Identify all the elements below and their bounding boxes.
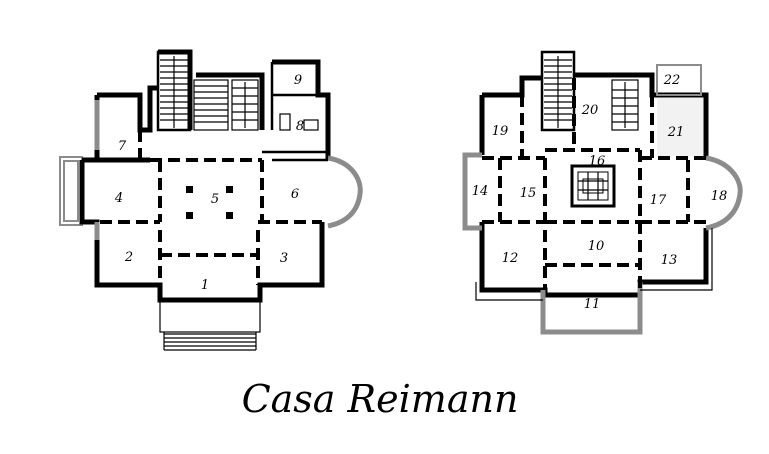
- room-label-6: 6: [291, 187, 299, 202]
- ground-floor-plan: 1 2 3 4 5 6 7 8 9: [59, 49, 363, 351]
- room-label-20: 20: [581, 103, 599, 118]
- room-label-16: 16: [589, 154, 606, 169]
- room-label-12: 12: [502, 251, 519, 266]
- upper-interior-walls: [482, 78, 706, 290]
- upper-staircase: [540, 50, 576, 132]
- diagram-title: Casa Reimann: [242, 377, 519, 421]
- entry-steps: [159, 299, 261, 351]
- room-label-7: 7: [118, 139, 127, 154]
- ground-right-bay: [327, 155, 363, 229]
- room-label-19: 19: [492, 124, 509, 139]
- room-22-outline: [656, 64, 702, 96]
- room-label-5: 5: [211, 192, 219, 207]
- light-well: [570, 164, 616, 208]
- room-label-4: 4: [114, 191, 123, 206]
- room-label-13: 13: [661, 253, 678, 268]
- room-label-3: 3: [280, 251, 288, 266]
- room-label-18: 18: [711, 189, 728, 204]
- upper-small-stairs: [611, 79, 639, 131]
- room-label-14: 14: [472, 184, 489, 199]
- balcony-room-11: [540, 282, 643, 335]
- upper-floor-plan: 10 11 12 13 14 15 16 17 18 19 20 21 22: [462, 50, 743, 335]
- room-label-22: 22: [663, 73, 681, 88]
- upper-left-bay: [462, 152, 482, 231]
- room-label-9: 9: [294, 73, 302, 88]
- room-label-2: 2: [124, 250, 133, 265]
- room-label-8: 8: [296, 119, 304, 134]
- room-label-11: 11: [584, 297, 601, 312]
- room-label-1: 1: [201, 278, 209, 293]
- room-label-21: 21: [667, 125, 685, 140]
- central-stairs: [193, 79, 259, 131]
- room-label-17: 17: [650, 193, 667, 208]
- main-staircase: [156, 50, 192, 132]
- ground-interior-walls: [82, 130, 322, 285]
- ground-outer-wall: [79, 49, 331, 303]
- room-label-15: 15: [520, 186, 537, 201]
- room-label-10: 10: [588, 239, 605, 254]
- upper-right-bay: [705, 155, 743, 231]
